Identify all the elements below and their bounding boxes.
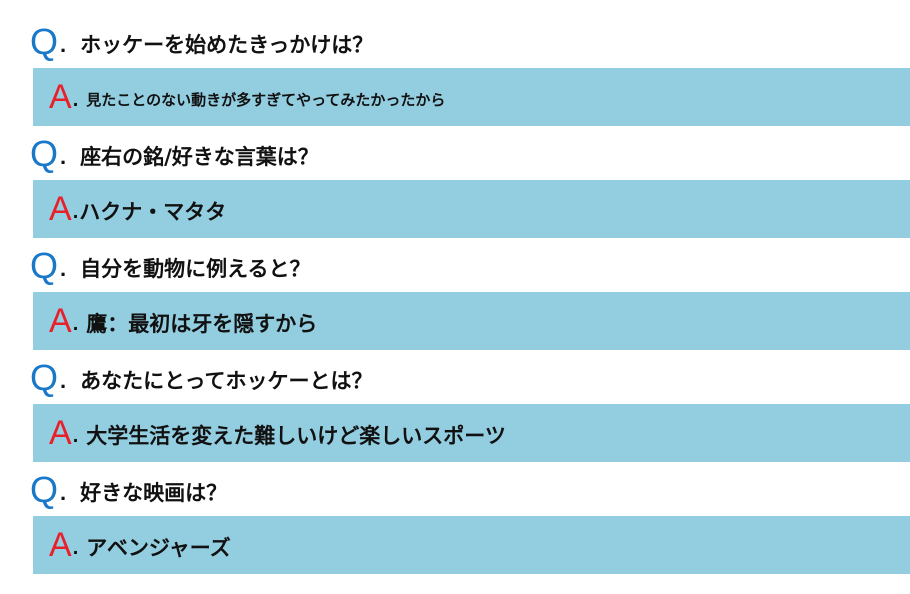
answer-box: A . ハクナ・マタタ <box>33 180 910 238</box>
a-letter: A <box>49 526 72 564</box>
a-letter: A <box>49 414 72 452</box>
a-mark: . <box>72 201 79 223</box>
question-row: Q . 好きな映画は？ <box>30 468 227 508</box>
a-letter: A <box>49 78 72 116</box>
question-row: Q . あなたにとってホッケーとは？ <box>30 356 372 396</box>
a-mark: . <box>72 425 79 447</box>
q-letter: Q <box>30 21 59 62</box>
q-letter: Q <box>30 357 59 398</box>
question-text: あなたにとってホッケーとは？ <box>80 369 373 393</box>
q-mark: . <box>60 480 67 505</box>
answer-box: A . 鷹：最初は牙を隠すから <box>33 292 910 350</box>
answer-text: 鷹：最初は牙を隠すから <box>86 312 318 336</box>
a-mark: . <box>72 313 79 335</box>
a-letter: A <box>49 302 72 340</box>
a-mark: . <box>72 89 79 111</box>
question-text: ホッケーを始めたきっかけは？ <box>80 33 374 57</box>
q-mark: . <box>60 256 67 281</box>
question-row: Q . 座右の銘/好きな言葉は？ <box>30 132 319 172</box>
answer-box: A . アベンジャーズ <box>33 516 910 574</box>
q-mark: . <box>60 368 67 393</box>
question-text: 座右の銘/好きな言葉は？ <box>80 145 319 169</box>
answer-text: ハクナ・マタタ <box>79 200 227 224</box>
q-mark: . <box>60 144 67 169</box>
q-letter: Q <box>30 133 59 174</box>
a-mark: . <box>72 537 79 559</box>
question-row: Q . 自分を動物に例えると？ <box>30 244 311 284</box>
q-letter: Q <box>30 245 59 286</box>
a-letter: A <box>49 190 72 228</box>
answer-box: A . 大学生活を変えた難しいけど楽しいスポーツ <box>33 404 910 462</box>
answer-text: アベンジャーズ <box>86 536 231 560</box>
question-text: 好きな映画は？ <box>80 481 228 505</box>
q-mark: . <box>60 32 67 57</box>
q-letter: Q <box>30 469 59 510</box>
answer-box: A . 見たことのない動きが多すぎてやってみたかったから <box>33 68 910 126</box>
answer-text: 大学生活を変えた難しいけど楽しいスポーツ <box>86 424 506 448</box>
question-row: Q . ホッケーを始めたきっかけは？ <box>30 20 373 60</box>
question-text: 自分を動物に例えると？ <box>80 257 311 281</box>
answer-text: 見たことのない動きが多すぎてやってみたかったから <box>86 91 446 109</box>
